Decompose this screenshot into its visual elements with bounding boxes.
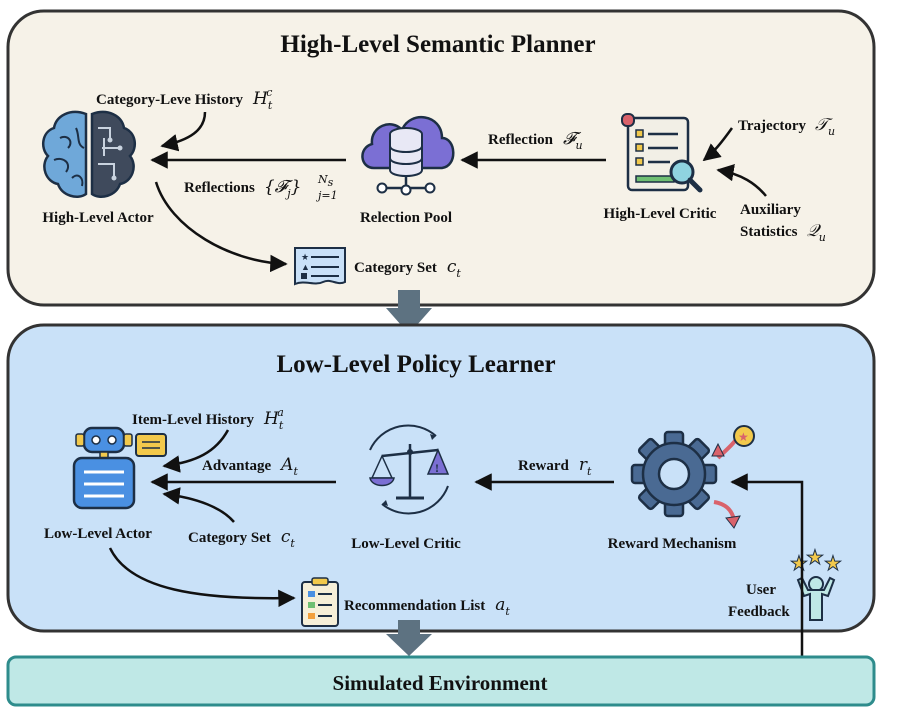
low-critic-label: Low-Level Critic xyxy=(351,536,461,552)
reward-mechanism-label: Reward Mechanism xyxy=(608,536,737,552)
high-critic-label: High-Level Critic xyxy=(604,206,717,222)
cloud-database-icon xyxy=(361,115,455,196)
high-actor-label: High-Level Actor xyxy=(42,210,154,226)
learner-panel xyxy=(6,323,876,633)
svg-text:★: ★ xyxy=(301,252,309,262)
low-category-set-arrow xyxy=(162,487,235,523)
user-feedback-label-2: Feedback xyxy=(728,604,790,620)
low-category-set-label: Category Set ct xyxy=(188,527,295,550)
svg-text:★: ★ xyxy=(738,430,749,444)
learner-to-env-arrow xyxy=(386,620,432,656)
pool-label: Relection Pool xyxy=(360,210,452,226)
svg-text:▲: ▲ xyxy=(301,262,310,272)
item-history-label: Item-Level History Hta xyxy=(132,406,284,432)
auxiliary-arrow xyxy=(716,163,767,197)
reflection-label: Reflection 𝓕u xyxy=(488,129,583,152)
history-label: Category-Leve History Htc xyxy=(96,86,273,112)
category-set-arrow xyxy=(154,181,288,273)
svg-text:!: ! xyxy=(435,461,439,475)
high-category-set-label: Category Set ct xyxy=(354,257,461,280)
clipboard-icon xyxy=(301,577,339,627)
aux-label-1: Auxiliary xyxy=(740,202,801,218)
reflections-label: Reflections {𝓕j} xyxy=(184,177,301,200)
svg-text:★: ★ xyxy=(824,553,842,575)
planner-title: High-Level Semantic Planner xyxy=(280,31,595,58)
aux-label-2: Statistics 𝒬u xyxy=(740,221,826,244)
recommendation-label: Recommendation List at xyxy=(344,595,510,618)
learner-title: Low-Level Policy Learner xyxy=(276,351,555,378)
scroll-magnifier-icon xyxy=(621,113,703,193)
svg-text:★: ★ xyxy=(790,553,808,575)
reflections-range-bottom: j=1 xyxy=(315,189,338,202)
robot-icon xyxy=(72,426,167,510)
planner-to-learner-arrow xyxy=(386,290,432,334)
item-history-arrow xyxy=(162,429,230,473)
history-arrow xyxy=(160,111,207,152)
environment-bar xyxy=(6,655,876,707)
low-actor-label: Low-Level Actor xyxy=(44,526,152,542)
environment-label: Simulated Environment xyxy=(333,671,548,695)
gear-icon: ★ xyxy=(630,425,755,529)
recommendation-arrow xyxy=(108,547,296,608)
balance-scale-icon: ! xyxy=(369,424,450,515)
svg-text:★: ★ xyxy=(806,547,824,569)
category-list-icon: ★ ▲ xyxy=(294,247,346,286)
trajectory-arrow xyxy=(702,127,734,162)
reflections-range-top: Ns xyxy=(317,173,334,189)
brain-icon xyxy=(41,110,137,198)
feedback-arrow xyxy=(730,473,804,656)
user-feedback-icon: ★ ★ ★ xyxy=(790,547,842,621)
user-feedback-label-1: User xyxy=(746,582,776,598)
reward-label: Reward rt xyxy=(518,455,592,478)
advantage-label: Advantage At xyxy=(202,455,298,478)
